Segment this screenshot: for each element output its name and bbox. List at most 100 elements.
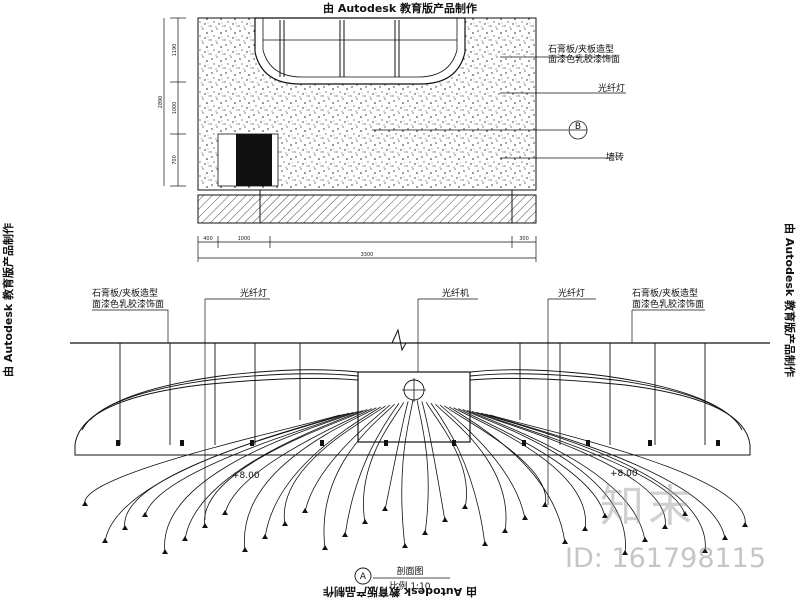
base-hatch	[197, 194, 537, 224]
label-light-b: 光纤灯	[558, 287, 585, 299]
fiber-tip	[462, 504, 468, 509]
fiber-strand	[462, 409, 626, 555]
label-right-1: 石膏板/夹板造型	[632, 287, 698, 299]
label-stone-wave: 石膏板/夹板造型	[548, 43, 614, 55]
upper-elevation: 1190 1000 700 2890 400 1000 300 3300 石膏板…	[158, 17, 626, 262]
hanger-clamp	[452, 440, 456, 446]
fiber-tip	[282, 521, 288, 526]
fiber-tip	[422, 530, 428, 535]
hanger-clamp	[648, 440, 652, 446]
fiber-tip	[262, 534, 268, 539]
fiber-tip	[442, 517, 448, 522]
fiber-strand	[323, 403, 395, 550]
fiber-strand	[467, 410, 646, 542]
fiber-tip	[542, 502, 548, 507]
hanger-clamp	[250, 440, 254, 446]
fiber-strand	[144, 411, 354, 517]
fiber-strand	[458, 408, 606, 518]
fiber-strand	[84, 414, 341, 506]
label-brick: 墙砖	[606, 151, 624, 163]
fiber-strand	[224, 408, 372, 515]
hanger-clamp	[384, 440, 388, 446]
fiber-strand	[430, 402, 486, 546]
fiber-strand	[401, 400, 414, 548]
label-light-strip: 光纤灯	[598, 82, 625, 94]
fiber-tip	[182, 536, 188, 541]
level-right: +8.00	[610, 469, 638, 479]
dark-panel	[236, 134, 272, 186]
fiber-tip	[342, 532, 348, 537]
fiber-tip	[222, 510, 228, 515]
hanger-clamp	[716, 440, 720, 446]
window-opening	[254, 17, 466, 85]
fiber-strand	[471, 410, 666, 529]
fiber-strand	[363, 402, 404, 524]
hanger-clamp	[522, 440, 526, 446]
fiber-tip	[642, 537, 648, 542]
dim-bottom-total: 3300	[361, 252, 374, 258]
hanger-clamp	[586, 440, 590, 446]
fiber-tip	[602, 513, 608, 518]
fiber-tip	[142, 512, 148, 517]
dim-left-total: 2890	[158, 96, 164, 109]
lower-section: +8.00 +8.00 石膏板/夹板造型 面漆色乳胶漆饰面 光纤灯 光纤机 光纤…	[70, 287, 770, 592]
bottom-watermark: 由 Autodesk 教育版产品制作	[323, 585, 477, 599]
fiber-strand	[283, 405, 386, 526]
fiber-strand	[480, 412, 706, 553]
dim-left-1: 1190	[172, 44, 178, 57]
fiber-strand	[448, 406, 566, 544]
section-scale: 比例 1:10	[389, 580, 430, 592]
fiber-tip	[322, 545, 328, 550]
fiber-tip	[162, 549, 168, 554]
fiber-strand	[204, 409, 368, 528]
label-left-1: 石膏板/夹板造型	[92, 287, 158, 299]
section-marker-a-text: A	[360, 572, 367, 582]
section-marker-b-text: B	[575, 122, 581, 132]
fiber-strand	[435, 403, 507, 533]
label-stone-wave-finish: 面漆色乳胶漆饰面	[548, 53, 620, 65]
fiber-tip	[702, 548, 708, 553]
dim-bottom-3: 300	[519, 236, 529, 242]
fiber-strand	[244, 407, 377, 552]
fiber-tip	[122, 525, 128, 530]
fiber-tip	[82, 501, 88, 506]
fiber-tip	[302, 508, 308, 513]
hanger-clamp	[320, 440, 324, 446]
label-right-2: 面漆色乳胶漆饰面	[632, 298, 704, 310]
right-watermark: 由 Autodesk 教育版产品制作	[783, 223, 797, 377]
fiber-strand	[485, 413, 726, 540]
fiber-tip	[502, 528, 508, 533]
fiber-strand	[164, 410, 359, 554]
fiber-tip	[622, 550, 628, 555]
fiber-strand	[489, 414, 746, 527]
fiber-strand	[304, 404, 391, 513]
section-marker-a	[354, 567, 372, 585]
dim-left-2: 1000	[172, 102, 178, 115]
dim-bottom-2: 1000	[238, 236, 251, 242]
fiber-tip	[522, 515, 528, 520]
fiber-strand	[453, 407, 586, 531]
fiber-tip	[742, 522, 748, 527]
fiber-tip	[382, 506, 388, 511]
fiber-tip	[582, 526, 588, 531]
dim-bottom-1: 400	[203, 236, 213, 242]
fiber-strand	[124, 412, 350, 530]
id-label: ID: 161798115	[565, 543, 767, 574]
fiber-tip	[722, 535, 728, 540]
fiber-strand	[421, 401, 446, 522]
fiber-strand	[384, 401, 409, 511]
hanger-clamp	[180, 440, 184, 446]
brand-logo: 知末	[600, 481, 696, 532]
fiber-tip	[242, 547, 248, 552]
fiber-tip	[662, 524, 668, 529]
fiber-tip	[362, 519, 368, 524]
fiber-strand	[344, 402, 400, 537]
left-watermark: 由 Autodesk 教育版产品制作	[1, 223, 15, 377]
fiber-strands	[82, 400, 748, 555]
fiber-tip	[682, 511, 688, 516]
label-light-a: 光纤灯	[240, 287, 267, 299]
fiber-tip	[202, 523, 208, 528]
fiber-strand	[184, 410, 363, 541]
fiber-tip	[482, 541, 488, 546]
